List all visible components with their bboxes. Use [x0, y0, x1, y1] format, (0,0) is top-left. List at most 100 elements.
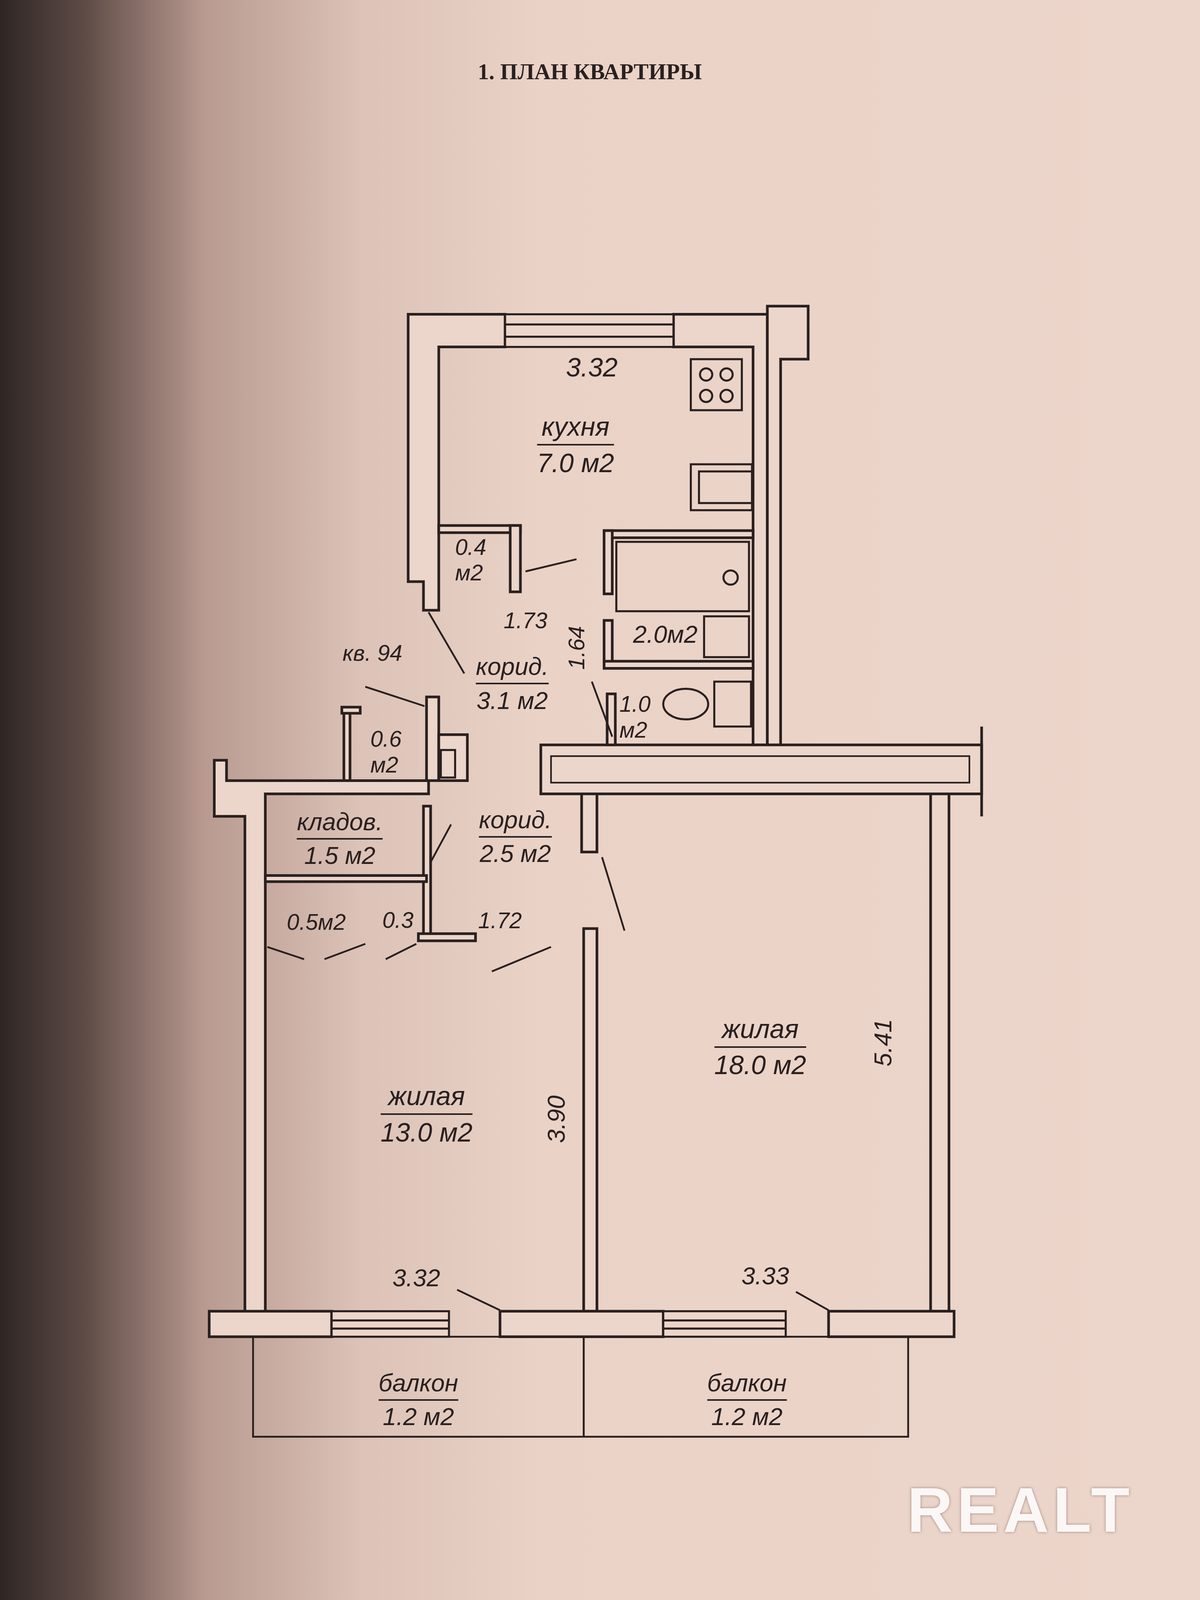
window — [663, 1311, 786, 1337]
room-area: 0.5м2 — [286, 909, 346, 936]
window-pane — [331, 1319, 450, 1322]
dimension-label: 3.90 — [542, 1095, 570, 1144]
dimension-label: 3.33 — [741, 1261, 790, 1290]
wall — [426, 696, 439, 781]
room-name: кухня — [536, 411, 615, 446]
wall — [603, 661, 753, 669]
door-swing — [385, 943, 417, 960]
wall — [828, 1311, 955, 1337]
room-label: жилая13.0 м2 — [380, 1080, 473, 1148]
door-swing — [591, 681, 613, 737]
room-label: балкон1.2 м2 — [378, 1369, 459, 1431]
room-area: 1.2 м2 — [378, 1402, 459, 1431]
wall — [603, 620, 613, 664]
sink-bowl — [698, 471, 752, 504]
leader-line — [457, 1289, 500, 1311]
balcony-outline — [252, 1336, 584, 1437]
watermark: REALT — [907, 1475, 1134, 1545]
door-swing — [491, 947, 551, 972]
wall — [581, 793, 597, 852]
room-name: корид. — [475, 652, 549, 685]
burner — [700, 389, 713, 402]
toilet-tank — [714, 681, 751, 727]
burner — [720, 389, 733, 402]
room-name: балкон — [378, 1369, 459, 1401]
wall — [438, 525, 521, 533]
room-label: корид.2.5 м2 — [478, 805, 552, 868]
wall — [418, 933, 476, 941]
leader-line — [796, 1291, 829, 1311]
room-name: жилая — [714, 1013, 806, 1048]
room-area: 1.0 м2 — [619, 691, 657, 744]
room-label: кухня7.0 м2 — [536, 411, 615, 479]
room-name: корид. — [478, 805, 552, 838]
room-label: 1.0 м2 — [619, 691, 657, 744]
dimension-label: 5.41 — [869, 1019, 897, 1068]
window-pane — [331, 1327, 450, 1330]
room-label: 0.4 м2 — [455, 534, 497, 587]
room-label: жилая18.0 м2 — [714, 1013, 806, 1081]
wall — [438, 734, 468, 781]
wall — [408, 314, 506, 611]
door-swing — [430, 824, 451, 862]
room-area: 3.1 м2 — [475, 686, 549, 715]
room-name: балкон — [707, 1369, 787, 1401]
balcony-outline — [583, 1336, 908, 1437]
room-label: кладов.1.5 м2 — [296, 807, 383, 870]
wall — [603, 530, 753, 538]
room-name: кладов. — [296, 807, 383, 840]
bathtub — [616, 541, 750, 612]
window-pane — [663, 1327, 786, 1330]
wall — [423, 806, 431, 939]
drain — [723, 570, 738, 585]
washbasin — [703, 616, 749, 658]
shaft-box — [440, 750, 455, 778]
burner — [700, 368, 713, 381]
room-area: 18.0 м2 — [714, 1049, 806, 1081]
room-label: 0.3 — [382, 907, 414, 934]
room-area: 1.5 м2 — [296, 841, 383, 870]
plan-title: 1. ПЛАН КВАРТИРЫ — [477, 58, 702, 85]
room-label: балкон1.2 м2 — [707, 1369, 787, 1431]
door-swing — [428, 612, 465, 674]
dimension-label: 3.32 — [565, 352, 618, 382]
window-pane — [663, 1319, 786, 1322]
wall-stub — [980, 726, 984, 817]
room-area: 7.0 м2 — [536, 447, 615, 479]
room-area: 0.6 м2 — [370, 726, 412, 779]
door-swing — [267, 947, 305, 960]
room-area: 2.5 м2 — [478, 839, 552, 868]
window — [505, 314, 674, 347]
wall — [343, 712, 351, 781]
dimension-label: 1.73 — [503, 608, 548, 633]
wall — [583, 928, 597, 1312]
wall — [265, 875, 427, 882]
room-area: 1.2 м2 — [707, 1402, 787, 1431]
room-area: 0.4 м2 — [455, 534, 497, 587]
wall — [550, 756, 970, 783]
room-label: 0.5м2 — [286, 909, 346, 936]
dimension-label: 3.32 — [392, 1263, 441, 1291]
wall — [603, 530, 613, 594]
wall — [341, 707, 361, 714]
window-pane — [505, 323, 674, 326]
door-swing — [601, 857, 625, 931]
dimension-label: 1.64 — [564, 626, 590, 670]
dimension-label: кв. 94 — [342, 640, 403, 666]
wall — [607, 693, 616, 745]
dimension-label: 1.72 — [478, 908, 522, 933]
window — [331, 1311, 450, 1337]
burner — [720, 368, 733, 381]
room-label: корид.3.1 м2 — [475, 652, 549, 715]
door-swing — [324, 943, 366, 960]
wall — [510, 525, 521, 592]
room-name: жилая — [380, 1080, 473, 1115]
stove — [690, 359, 742, 411]
toilet — [663, 688, 708, 720]
room-label: 2.0м2 — [632, 620, 698, 650]
room-label: 0.6 м2 — [370, 726, 412, 779]
wall — [767, 306, 809, 746]
leader-line — [365, 686, 425, 706]
room-area: 13.0 м2 — [380, 1117, 473, 1148]
